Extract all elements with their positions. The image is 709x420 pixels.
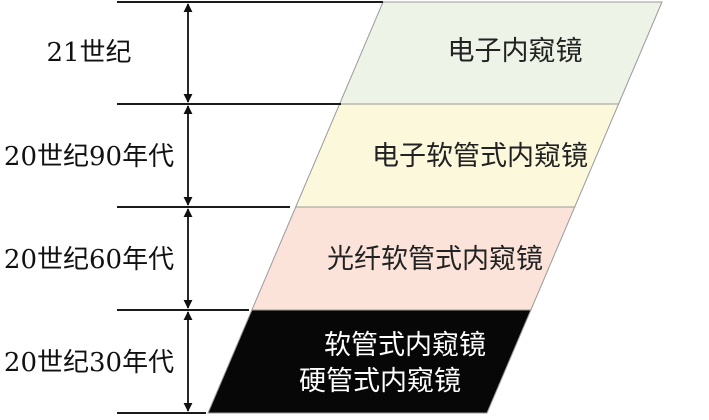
band-text-flexible-endoscope: 软管式内窥镜 xyxy=(324,330,486,361)
band-1930s xyxy=(207,309,532,414)
era-label-1930s: 20世纪30年代 xyxy=(3,348,175,378)
era-label-1960s: 20世纪60年代 xyxy=(3,245,175,275)
band-text-electronic-endoscope: 电子内窥镜 xyxy=(447,36,583,67)
era-label-1990s: 20世纪90年代 xyxy=(3,142,175,172)
band-text-electronic-flexible-endoscope: 电子软管式内窥镜 xyxy=(372,141,588,172)
era-label-21st-century: 21世纪 xyxy=(46,38,132,68)
band-text-rigid-endoscope: 硬管式内窥镜 xyxy=(299,366,461,397)
band-text-fiber-flexible-endoscope: 光纤软管式内窥镜 xyxy=(327,244,543,275)
